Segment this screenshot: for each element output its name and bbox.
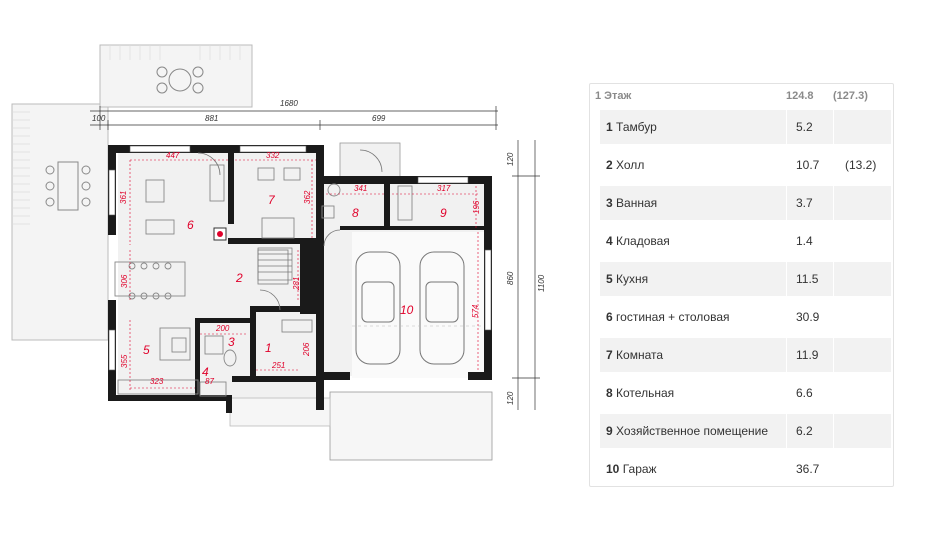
dim-251: 251	[271, 361, 285, 370]
row-number: 8	[606, 386, 613, 400]
dim-87: 87	[205, 377, 214, 386]
row-number: 6	[606, 310, 613, 324]
room-number-8: 8	[352, 206, 359, 220]
row-number: 7	[606, 348, 613, 362]
dim-top-b: 881	[205, 114, 218, 123]
row-name: Ванная	[616, 196, 658, 210]
table-row: 9 Хозяйственное помещение 6.2	[600, 412, 891, 450]
outdoor-dining-icon	[45, 161, 91, 211]
dim-281: 281	[292, 277, 301, 291]
floor-plan: 1680 100 881 699 1100 120 860 120	[11, 44, 546, 461]
terrace-left	[11, 44, 253, 341]
room-number-7: 7	[268, 193, 276, 207]
dim-447: 447	[166, 151, 180, 160]
row-name: Кладовая	[616, 234, 670, 248]
total-area: 124.8	[786, 90, 814, 102]
row-area-alt	[834, 452, 891, 486]
row-area-alt	[834, 224, 891, 258]
room-number-3: 3	[228, 335, 235, 349]
car-left-icon	[355, 251, 401, 365]
room-number-9: 9	[440, 206, 447, 220]
room-number-10: 10	[400, 303, 414, 317]
row-number: 5	[606, 272, 613, 286]
patio-table-icon	[156, 66, 204, 94]
dim-top-total: 1680	[280, 99, 298, 108]
row-area-alt	[834, 110, 891, 144]
row-area-alt	[834, 186, 891, 220]
row-area: 6.6	[796, 386, 813, 400]
row-area: 3.7	[787, 186, 833, 220]
table-row: 8 Котельная 6.6	[600, 374, 890, 412]
row-area: 5.2	[787, 110, 833, 144]
dimension-lines	[90, 106, 540, 410]
row-area: 36.7	[796, 462, 820, 476]
row-number: 1	[606, 120, 613, 134]
dim-341: 341	[354, 184, 367, 193]
dim-332: 332	[266, 151, 280, 160]
room-list: 1 Тамбур 5.2 2 Холл 10.7 (13.2) 3 Ванная…	[600, 108, 891, 488]
row-area: 30.9	[796, 310, 820, 324]
row-name: Холл	[616, 158, 645, 172]
row-number: 10	[606, 462, 620, 476]
table-row: 3 Ванная 3.7	[600, 184, 891, 222]
total-area-alt: (127.3)	[833, 90, 868, 102]
dim-206: 206	[302, 342, 311, 357]
row-area: 1.4	[796, 234, 813, 248]
table-row: 5 Кухня 11.5	[600, 260, 891, 298]
row-area-alt	[834, 338, 891, 372]
dim-right-bot: 120	[506, 391, 515, 405]
table-row: 10 Гараж 36.7	[600, 450, 890, 488]
car-right-icon	[419, 251, 465, 365]
room-number-5: 5	[143, 343, 150, 357]
row-name: гостиная + столовая	[616, 310, 730, 324]
dim-right-total: 1100	[537, 274, 546, 292]
dim-355: 355	[120, 354, 129, 368]
table-row: 4 Кладовая 1.4	[600, 222, 890, 260]
row-area-alt	[834, 300, 891, 334]
table-row: 2 Холл 10.7 (13.2)	[600, 146, 890, 184]
row-name: Тамбур	[616, 120, 657, 134]
row-area: 10.7	[796, 158, 820, 172]
dim-306: 306	[120, 274, 129, 288]
row-area-alt	[834, 376, 891, 410]
row-area: 11.5	[787, 262, 833, 296]
room-number-6: 6	[187, 218, 194, 232]
row-number: 4	[606, 234, 613, 248]
floor-label: 1 Этаж	[595, 90, 632, 102]
table-row: 1 Тамбур 5.2	[600, 108, 891, 146]
table-row: 7 Комната 11.9	[600, 336, 891, 374]
row-area: 6.2	[787, 414, 833, 448]
area-table: 1 Этаж 124.8 (127.3) 1 Тамбур 5.2 2 Холл…	[589, 83, 894, 487]
row-area-alt	[834, 414, 891, 448]
dim-362: 362	[303, 190, 312, 204]
row-number: 3	[606, 196, 613, 210]
row-area: 11.9	[787, 338, 833, 372]
row-name: Комната	[616, 348, 664, 362]
room-number-1: 1	[265, 341, 272, 355]
table-row: 6 гостиная + столовая 30.9	[600, 298, 890, 336]
row-name: Хозяйственное помещение	[616, 424, 768, 438]
dim-361: 361	[119, 191, 128, 204]
room-number-4: 4	[202, 365, 209, 379]
row-name: Кухня	[616, 272, 649, 286]
row-name: Гараж	[622, 462, 657, 476]
dim-right-mid: 860	[506, 271, 515, 285]
dim-196: 196	[472, 200, 481, 214]
dim-top-a: 100	[92, 114, 106, 123]
dim-200: 200	[215, 324, 230, 333]
room-number-2: 2	[235, 271, 243, 285]
dim-574: 574	[471, 304, 480, 318]
row-area-alt: (13.2)	[845, 158, 877, 172]
dim-right-top: 120	[506, 152, 515, 166]
table-header: 1 Этаж 124.8 (127.3)	[590, 84, 893, 108]
row-name: Котельная	[616, 386, 675, 400]
row-number: 2	[606, 158, 613, 172]
furniture	[114, 164, 413, 397]
dim-top-c: 699	[372, 114, 386, 123]
dim-317: 317	[437, 184, 451, 193]
dim-323: 323	[150, 377, 164, 386]
row-area-alt	[834, 262, 891, 296]
stairs	[257, 247, 293, 281]
row-number: 9	[606, 424, 613, 438]
